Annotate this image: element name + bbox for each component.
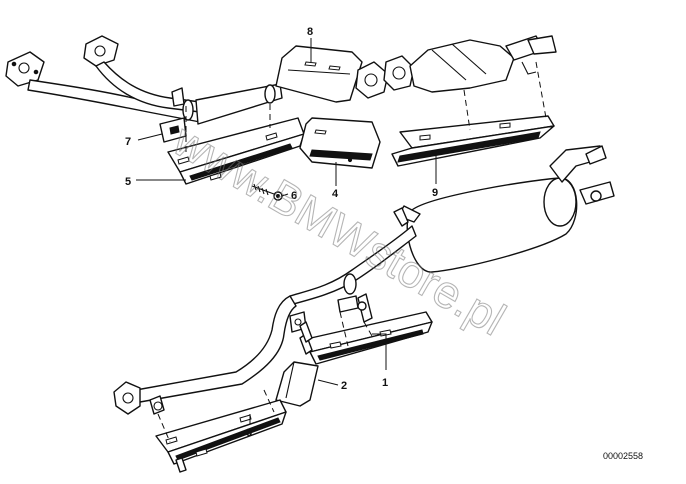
heat-shield-part-9 bbox=[391, 115, 555, 167]
catalytic-converter bbox=[355, 35, 557, 99]
rear-muffler bbox=[393, 145, 615, 273]
reference-code: 00002558 bbox=[603, 451, 643, 461]
callout-8: 8 bbox=[307, 26, 313, 38]
callout-1: 1 bbox=[382, 377, 388, 389]
lower-flange bbox=[113, 381, 165, 415]
callout-7: 7 bbox=[125, 136, 131, 148]
callout-leaders bbox=[136, 38, 437, 424]
callout-5: 5 bbox=[125, 176, 131, 188]
bracket-part-7 bbox=[159, 117, 187, 143]
bracket-part-2 bbox=[275, 321, 319, 407]
assembly-guide-lines bbox=[157, 61, 547, 443]
callout-4: 4 bbox=[332, 188, 339, 200]
callout-labels: 1 2 3 4 5 6 7 8 9 bbox=[125, 26, 438, 439]
callout-2: 2 bbox=[341, 380, 347, 392]
bracket-part-3 bbox=[155, 399, 287, 473]
bracket-part-1 bbox=[299, 311, 433, 365]
callout-6: 6 bbox=[291, 190, 297, 202]
callout-3: 3 bbox=[246, 427, 252, 439]
heat-shield-part-4 bbox=[299, 117, 381, 169]
rear-pipe bbox=[135, 225, 417, 403]
callout-9: 9 bbox=[432, 187, 438, 199]
front-exhaust-pipes bbox=[5, 35, 283, 125]
heat-shield-part-8 bbox=[275, 45, 363, 103]
